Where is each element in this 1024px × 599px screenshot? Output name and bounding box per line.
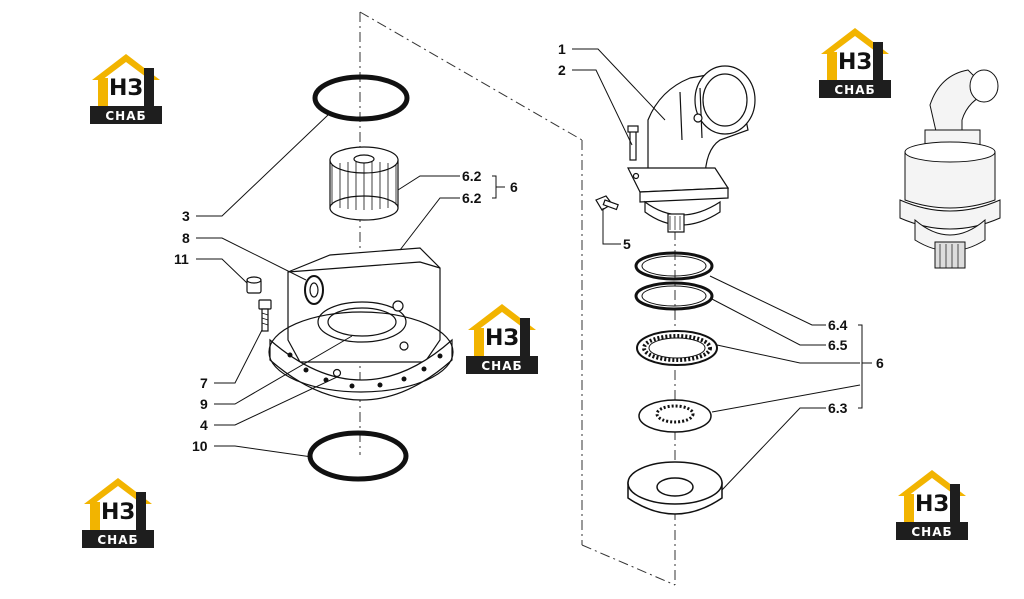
bolt-part-2 [627,125,639,161]
callout-8: 8 [182,230,190,246]
callout-4: 4 [200,417,208,433]
callout-6-3: 6.3 [828,400,848,416]
gear-housing [268,247,454,401]
callout-6-4: 6.4 [828,317,848,333]
brand-logo-watermark: НЗ СНАБ [892,466,972,542]
callout-labels: 1 2 5 3 6.2 6.2 6 8 11 7 9 4 10 6.4 6.5 … [174,41,884,454]
pinion-gear [329,146,399,221]
logo-caption: СНАБ [105,109,147,123]
logo-mark-text: НЗ [914,492,950,517]
callout-10: 10 [192,438,208,454]
logo-mark-text: НЗ [108,76,144,101]
bolt-part-5 [595,195,619,211]
leader-lines [196,48,872,491]
callout-6-5: 6.5 [828,337,848,353]
thrust-washer-6-3 [627,461,723,515]
plug-part-11 [246,276,262,294]
logo-mark-text: НЗ [484,326,520,351]
callout-6-upper: 6 [510,179,518,195]
house-logo-icon [819,28,891,98]
o-ring-top [312,74,410,122]
brand-logo-watermark: НЗ СНАБ [78,474,158,550]
seal-ring-6-4 [634,251,714,281]
logo-caption: СНАБ [834,83,876,97]
callout-6-2-upper: 6.2 [462,168,482,184]
callout-6-lower: 6 [876,355,884,371]
house-logo-icon [896,470,968,540]
callout-2: 2 [558,62,566,78]
logo-mark-text: НЗ [837,50,873,75]
logo-caption: СНАБ [911,525,953,539]
logo-caption: СНАБ [97,533,139,547]
house-logo-icon [466,304,538,374]
swing-motor [627,65,756,233]
house-logo-icon [90,54,162,124]
brand-logo-watermark: НЗ СНАБ [815,24,895,100]
callout-5: 5 [623,236,631,252]
house-logo-icon [82,478,154,548]
callout-1: 1 [558,41,566,57]
bolt-part-7 [258,299,272,332]
callout-11: 11 [174,251,189,267]
ring-gear-6 [636,330,718,366]
callout-7: 7 [200,375,208,391]
logo-mark-text: НЗ [100,500,136,525]
logo-caption: СНАБ [481,359,523,373]
callout-6-2-lower: 6.2 [462,190,482,206]
brand-logo-watermark: НЗ СНАБ [86,50,166,126]
brand-logo-watermark: НЗ СНАБ [462,300,542,376]
assembly-thumbnail [899,69,1001,269]
callout-3: 3 [182,208,190,224]
callout-9: 9 [200,396,208,412]
o-ring-bottom [307,430,409,482]
splined-disc-6 [638,399,712,433]
seal-ring-6-5 [634,281,714,311]
